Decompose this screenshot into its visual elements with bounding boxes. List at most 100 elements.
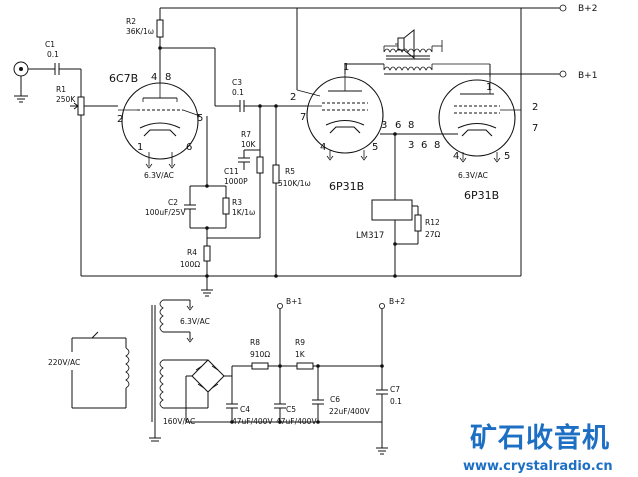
r12-resistor: R12 27Ω — [395, 205, 441, 245]
r5-resistor: R5 510K/1ω — [272, 106, 311, 276]
c3-capacitor: C3 0.1 — [232, 78, 245, 112]
r7-value: 10K — [241, 140, 257, 149]
site-logo: 矿石收音机 www.crystalradio.cn — [463, 422, 613, 474]
v3-pin6: 6 — [421, 140, 427, 151]
r9-resistor: R9 1K — [295, 338, 314, 370]
c3-ref: C3 — [232, 78, 242, 87]
r3-ref: R3 — [232, 198, 242, 207]
v2-pin6: 6 — [395, 120, 401, 131]
v1-pin4: 4 — [151, 72, 157, 83]
r2-ref: R2 — [126, 17, 136, 26]
c5-ref: C5 — [286, 405, 296, 414]
mains-input: 220V/AC — [48, 331, 130, 409]
r3-resistor: R3 1K/1ω — [222, 186, 255, 228]
r7-ref: R7 — [241, 130, 251, 139]
v3-pin4: 4 — [453, 151, 459, 162]
c2-capacitor: C2 100uF/25V — [145, 186, 196, 228]
r8-ref: R8 — [250, 338, 260, 347]
v1-pin1: 1 — [137, 142, 143, 153]
mains-label: 220V/AC — [48, 358, 80, 367]
v3-pin2: 2 — [532, 102, 538, 113]
heater-secondary-label: 6.3V/AC — [180, 317, 210, 326]
v3-heater: 6.3V/AC — [458, 171, 488, 180]
v2-pin1: 1 — [343, 62, 349, 73]
v3-pin3: 3 — [408, 140, 414, 151]
c1-ref: C1 — [45, 40, 55, 49]
power-transformer: 6.3V/AC 160V/AC — [149, 299, 210, 442]
b1-rail-label: B+1 — [578, 71, 597, 81]
lm317-label: LM317 — [356, 231, 384, 241]
ground-symbol — [201, 289, 213, 297]
r2-resistor: R2 36K/1ω — [126, 7, 298, 90]
c4-capacitor: C4 47uF/400V — [226, 376, 273, 426]
c1-value: 0.1 — [47, 50, 59, 59]
r1-ref: R1 — [56, 85, 66, 94]
v2-pin5: 5 — [372, 142, 378, 153]
ht-secondary-label: 160V/AC — [163, 417, 195, 426]
b1-tap-label: B+1 — [286, 297, 302, 306]
input-jack — [13, 61, 55, 103]
logo-name: 矿石收音机 — [470, 422, 610, 454]
c11-ref: C11 — [224, 167, 239, 176]
v3-pin5: 5 — [504, 151, 510, 162]
c6-capacitor: C6 22uF/400V — [312, 364, 370, 422]
v1-pin8: 8 — [165, 72, 171, 83]
c11-value: 1000P — [224, 177, 248, 186]
tube-v1: 6C7B 4 8 2 5 1 6 6.3V/AC — [109, 72, 203, 180]
r8-resistor: R8 910Ω — [250, 338, 270, 370]
r4-value: 100Ω — [180, 260, 200, 269]
b2-rail-label: B+2 — [578, 4, 597, 14]
b1-rail: B+1 — [384, 70, 597, 81]
c3-value: 0.1 — [232, 88, 244, 97]
r4-ref: R4 — [187, 248, 197, 257]
r1-potentiometer: R1 250K — [56, 85, 85, 116]
v1-pin5: 5 — [197, 113, 203, 124]
v3-pin8: 8 — [434, 140, 440, 151]
v2-pin4: 4 — [320, 142, 326, 153]
v1-pin2: 2 — [117, 114, 123, 125]
output-transformer — [383, 40, 490, 71]
speaker — [395, 28, 415, 60]
r5-ref: R5 — [285, 167, 295, 176]
c5-capacitor: C5 47uF/400V — [274, 366, 317, 426]
c7-ref: C7 — [390, 385, 400, 394]
tube-v3: 1 2 7 3 6 8 4 5 6.3V/AC 6P31B — [408, 77, 538, 202]
r12-value: 27Ω — [425, 230, 441, 239]
v1-heater: 6.3V/AC — [144, 171, 174, 180]
r3-value: 1K/1ω — [232, 208, 255, 217]
c2-value: 100uF/25V — [145, 208, 186, 217]
logo-url: www.crystalradio.cn — [463, 459, 613, 474]
r4-resistor: R4 100Ω — [180, 245, 211, 290]
v3-pin1: 1 — [486, 82, 492, 93]
c4-ref: C4 — [240, 405, 250, 414]
r12-ref: R12 — [425, 218, 440, 227]
v2-name: 6P31B — [329, 180, 364, 193]
c7-capacitor: C7 0.1 — [376, 366, 402, 422]
c11-capacitor: C11 1000P — [224, 149, 260, 186]
r8-value: 910Ω — [250, 350, 270, 359]
v2-pin3: 3 — [381, 120, 387, 131]
r1-value: 250K — [56, 95, 76, 104]
b2-tap: B+2 — [378, 297, 405, 368]
v3-name: 6P31B — [464, 189, 499, 202]
v3-pin7: 7 — [532, 123, 538, 134]
c2-ref: C2 — [168, 198, 178, 207]
r2-value: 36K/1ω — [126, 27, 154, 36]
v2-pin8: 8 — [408, 120, 414, 131]
bridge-rectifier — [185, 359, 232, 422]
v2-pin7: 7 — [300, 112, 306, 123]
r7-resistor: R7 10K — [241, 106, 264, 238]
c7-value: 0.1 — [390, 397, 402, 406]
c6-ref: C6 — [330, 395, 340, 404]
lm317-regulator: LM317 — [356, 199, 413, 241]
r9-ref: R9 — [295, 338, 305, 347]
r9-value: 1K — [295, 350, 306, 359]
v1-pin6: 6 — [186, 142, 192, 153]
v2-pin2: 2 — [290, 92, 296, 103]
v1-name: 6C7B — [109, 72, 138, 85]
tube-v2: 1 2 7 3 6 8 4 5 6P31B — [290, 62, 414, 193]
c1-capacitor: C1 0.1 — [45, 40, 60, 75]
r5-value: 510K/1ω — [278, 179, 311, 188]
c6-value: 22uF/400V — [329, 407, 370, 416]
